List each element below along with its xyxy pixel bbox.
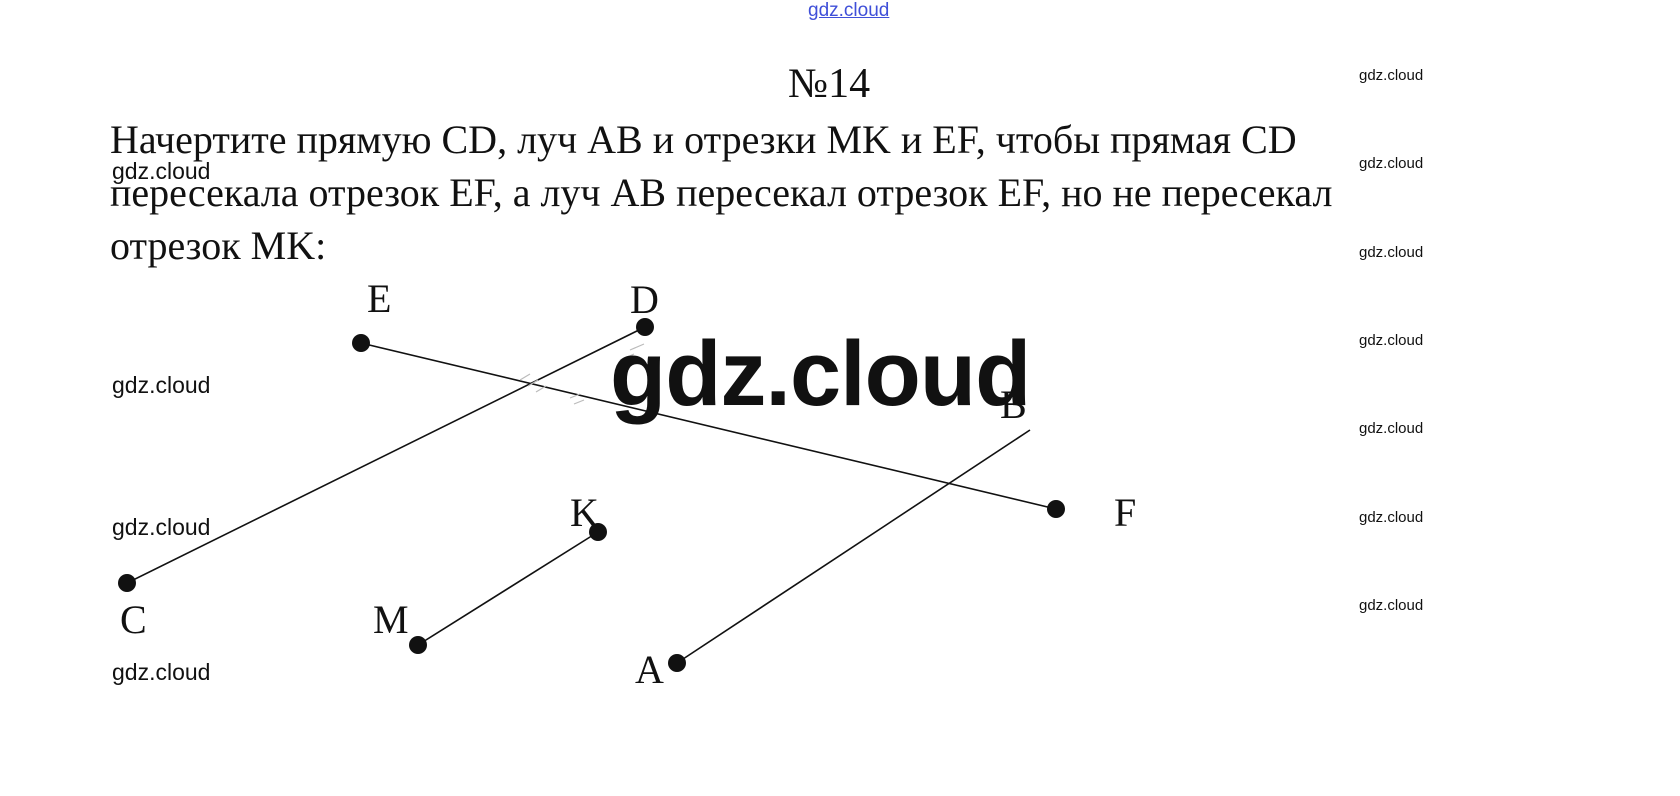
label-c: C [120,597,147,642]
segment-mk [417,531,599,646]
watermark: gdz.cloud [1359,155,1424,172]
watermark: gdz.cloud [1359,244,1424,261]
point-m [409,636,427,654]
label-m: M [373,597,409,642]
watermark: gdz.cloud [1359,420,1424,437]
point-c [118,574,136,592]
point-f [1047,500,1065,518]
label-d: D [630,277,659,322]
label-e: E [367,276,391,321]
ray-ab [676,429,1031,664]
task-number: №14 [788,61,871,107]
watermark: gdz.cloud [1359,509,1424,526]
watermark: gdz.cloud [112,659,211,685]
watermark: gdz.cloud [1359,67,1424,84]
task-statement: Начертите прямую CD, луч AB и отрезки MK… [110,117,1333,268]
watermark: gdz.cloud [112,158,211,184]
line-cd [126,326,646,584]
site-link[interactable]: gdz.cloud [808,0,890,21]
point-a [668,654,686,672]
label-a: A [635,647,664,692]
eraser-marks [519,343,645,405]
segment-ef [360,342,1057,510]
label-f: F [1114,490,1136,535]
watermark: gdz.cloud [1359,597,1424,614]
watermark-large: gdz.cloud [610,323,1031,425]
point-d [636,318,654,336]
watermark: gdz.cloud [112,372,211,398]
point-e [352,334,370,352]
label-k: K [570,490,599,535]
watermark: gdz.cloud [112,514,211,540]
watermark: gdz.cloud [1359,332,1424,349]
label-b: B [1000,382,1027,427]
point-k [589,523,607,541]
